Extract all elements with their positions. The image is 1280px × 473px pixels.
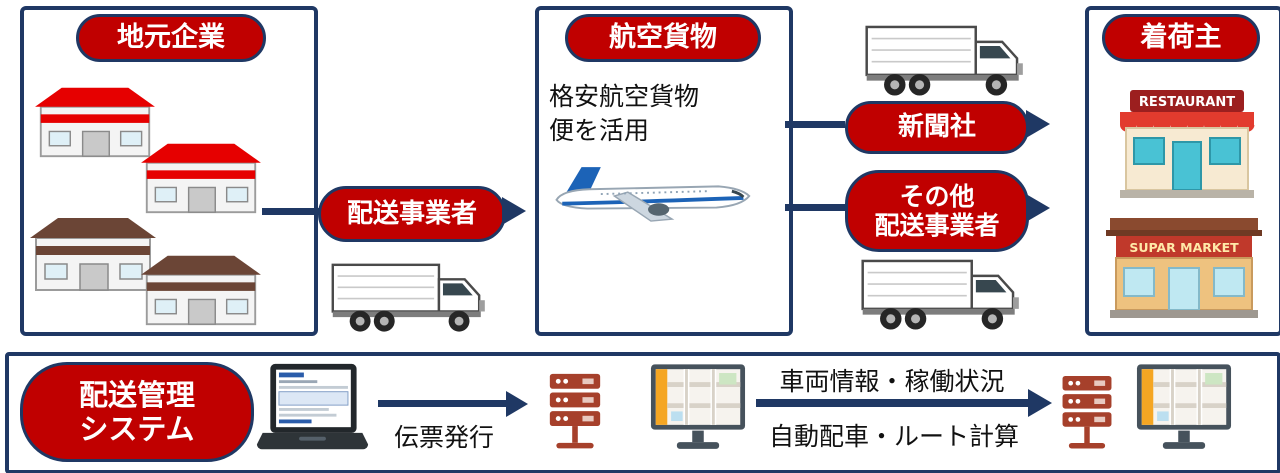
other-carrier-line2: 配送事業者 — [874, 211, 1000, 240]
airplane-icon — [543, 158, 755, 234]
carrier-pill: 配送事業者 — [318, 186, 506, 242]
vehicle-info-label: 車両情報・稼働状況 — [779, 367, 1005, 396]
air-cargo-note: 格安航空貨物 便を活用 — [549, 80, 699, 148]
supermarket-sign-text: SUPAR MARKET — [1129, 240, 1239, 255]
laptop-icon — [256, 363, 369, 450]
delivery-system-line1: 配送管理 — [78, 377, 195, 412]
delivery-system-line2: システム — [79, 412, 195, 446]
server-icon — [545, 372, 605, 454]
arrow-local-to-carrier — [262, 208, 320, 215]
arrow-air-to-newspaper — [785, 121, 845, 128]
delivery-system-pill: 配送管理 システム — [20, 362, 254, 462]
truck-icon — [328, 260, 492, 334]
arrowhead-carrier-to-air — [502, 197, 526, 225]
arrow-dispatch-data — [756, 399, 1028, 407]
consignee-pill: 着荷主 — [1102, 14, 1260, 62]
supermarket-icon: SUPAR MARKET — [1106, 218, 1262, 318]
air-cargo-note-line1: 格安航空貨物 — [549, 82, 700, 111]
arrowhead-dispatch-data — [1028, 389, 1052, 417]
arrow-air-to-other-carrier — [785, 204, 845, 211]
warehouse-icon — [138, 250, 264, 328]
warehouse-icon — [138, 138, 264, 216]
arrowhead-other-carrier-to-consignee — [1026, 194, 1050, 222]
restaurant-sign-text: RESTAURANT — [1139, 95, 1235, 110]
arrow-slip-issue — [378, 400, 506, 407]
map-monitor-icon — [650, 362, 746, 457]
restaurant-icon: RESTAURANT — [1120, 90, 1255, 198]
truck-icon — [858, 256, 1026, 332]
air-cargo-pill: 航空貨物 — [565, 14, 761, 62]
newspaper-pill: 新聞社 — [845, 101, 1029, 154]
other-carrier-pill: その他 配送事業者 — [845, 170, 1029, 252]
local-companies-pill: 地元企業 — [76, 14, 266, 62]
arrowhead-newspaper-to-consignee — [1026, 110, 1050, 138]
air-cargo-note-line2: 便を活用 — [549, 115, 650, 145]
arrowhead-slip-issue — [506, 391, 528, 417]
map-monitor-icon — [1136, 362, 1232, 457]
server-icon — [1058, 374, 1116, 454]
slip-issue-label: 伝票発行 — [393, 423, 494, 452]
other-carrier-line1: その他 — [899, 181, 975, 211]
auto-dispatch-label: 自動配車・ルート計算 — [768, 422, 1019, 451]
truck-icon — [862, 22, 1030, 98]
